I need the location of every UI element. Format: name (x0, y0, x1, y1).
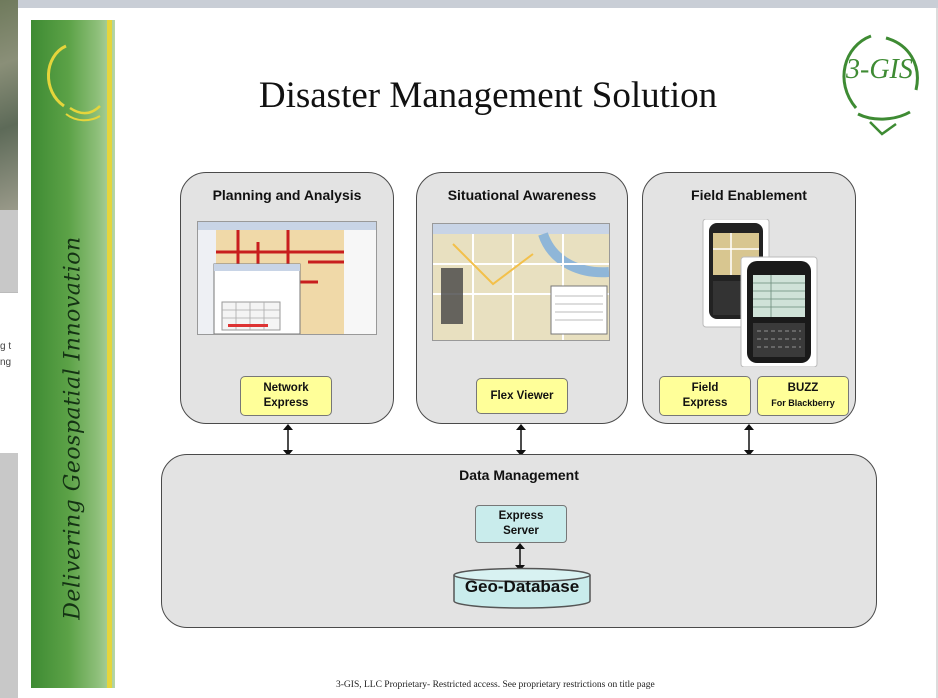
product-label: Flex Viewer (490, 389, 554, 402)
situational-screenshot (432, 223, 610, 341)
side-band (31, 20, 115, 688)
brand-name: 3-GIS (846, 54, 913, 85)
product-sublabel: For Blackberry (771, 398, 835, 408)
side-tagline: Delivering Geospatial Innovation (60, 236, 86, 620)
footer-text: 3-GIS, LLC Proprietary- Restricted acces… (336, 680, 655, 690)
background-map-thumbnail (0, 0, 18, 210)
slide: Delivering Geospatial Innovation Disaste… (18, 8, 936, 698)
flex-viewer-button[interactable]: Flex Viewer (476, 378, 568, 414)
swirl-logo-icon (47, 44, 101, 122)
module-situational-awareness: Situational Awareness Flex Viewer (416, 172, 628, 424)
network-express-button[interactable]: Network Express (240, 376, 332, 416)
page-title: Disaster Management Solution (258, 75, 718, 116)
module-field-enablement: Field Enablement Field Express BUZZ For … (642, 172, 856, 424)
planning-screenshot (197, 221, 377, 335)
product-label-line2: Express (263, 397, 309, 409)
product-label: BUZZ (787, 382, 819, 394)
product-label: Network (263, 382, 309, 394)
background-text-2: ng (0, 357, 12, 368)
server-label-line2: Server (503, 525, 539, 537)
blackberry-phones-icon (702, 219, 818, 367)
module-title: Situational Awareness (447, 187, 597, 203)
background-text-1: g t (0, 341, 12, 352)
geo-database-label: Geo-Database (464, 577, 580, 596)
brand-globe-icon (842, 34, 919, 136)
geo-database-cylinder-icon (453, 567, 591, 609)
field-express-button[interactable]: Field Express (659, 376, 751, 416)
data-management-title: Data Management (459, 467, 579, 483)
module-title: Field Enablement (691, 187, 807, 203)
arrow-planning-data (283, 424, 293, 456)
data-management-box: Data Management Express Server Geo-Datab… (161, 454, 877, 628)
express-server-button[interactable]: Express Server (475, 505, 567, 543)
product-label-line2: Express (682, 397, 728, 409)
buzz-button[interactable]: BUZZ For Blackberry (757, 376, 849, 416)
background-panel: g t ng (0, 292, 18, 453)
arrow-situational-data (516, 424, 526, 456)
module-planning-analysis: Planning and Analysis Network Express (180, 172, 394, 424)
server-label: Express (498, 510, 544, 522)
side-gold-stripe (107, 20, 112, 688)
arrow-field-data (744, 424, 754, 456)
module-title: Planning and Analysis (212, 187, 362, 203)
product-label: Field (691, 382, 719, 394)
arrow-server-database (515, 543, 525, 571)
background-top-strip (18, 0, 938, 8)
